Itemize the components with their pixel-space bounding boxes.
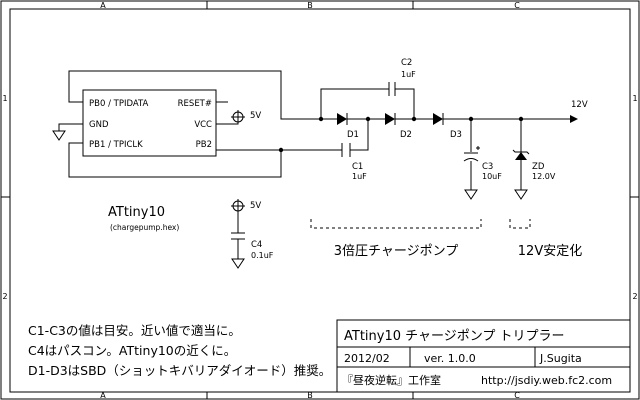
author-text: J.Sugita bbox=[539, 352, 582, 365]
vcc-symbol-ic: 5V bbox=[231, 110, 261, 124]
gnd-symbol-zd bbox=[514, 189, 528, 200]
c2-value: 1uF bbox=[401, 70, 416, 79]
ic-name: ATtiny10 bbox=[108, 205, 165, 220]
note-line: C1-C3の値は目安。近い値で適当に。 bbox=[28, 323, 241, 338]
vcc-ic-label: 5V bbox=[250, 111, 261, 121]
capacitor-c3-icon: C3 10uF bbox=[463, 146, 502, 181]
c1-ref: C1 bbox=[352, 162, 363, 172]
d3-label: D3 bbox=[450, 130, 462, 140]
pin-reset-label: RESET# bbox=[178, 99, 212, 109]
zd-value: 12.0V bbox=[532, 172, 556, 181]
col-label-c-top: C bbox=[514, 1, 520, 10]
org-text: 『昼夜逆転』工作室 bbox=[342, 373, 441, 387]
diode-d3-icon: D3 bbox=[433, 113, 462, 140]
date-text: 2012/02 bbox=[344, 352, 390, 365]
gnd-symbol-c3 bbox=[464, 189, 478, 200]
notes: C1-C3の値は目安。近い値で適当に。 C4はパスコン。ATtiny10の近くに… bbox=[28, 323, 331, 378]
junction-dots bbox=[278, 116, 524, 153]
section-regulator-label: 12V安定化 bbox=[518, 244, 582, 259]
col-label-a-top: A bbox=[100, 1, 106, 10]
ic-firmware-file: (chargepump.hex) bbox=[110, 223, 179, 232]
gnd-symbol-ic bbox=[52, 130, 66, 141]
pin-pb2-label: PB2 bbox=[196, 140, 212, 150]
junction-dot bbox=[278, 147, 284, 153]
pin-vcc-label: VCC bbox=[194, 120, 212, 130]
pin-pb0-label: PB0 / TPIDATA bbox=[89, 99, 149, 109]
url-text: http://jsdiy.web.fc2.com bbox=[481, 374, 612, 387]
c4-value: 0.1uF bbox=[251, 251, 274, 260]
vcc-symbol-c4: 5V bbox=[231, 199, 261, 213]
capacitor-c2-icon: C2 1uF bbox=[388, 58, 416, 96]
d2-label: D2 bbox=[400, 130, 412, 140]
diode-d1-icon: D1 bbox=[337, 113, 359, 140]
title-block: ATtiny10 チャージポンプ トリプラー 2012/02 ver. 1.0.… bbox=[336, 319, 631, 393]
row-label-2-right: 2 bbox=[632, 292, 637, 301]
junction-dot bbox=[365, 116, 371, 122]
gnd-symbol-c4 bbox=[231, 258, 245, 269]
output-label: 12V bbox=[571, 100, 588, 110]
d1-label: D1 bbox=[347, 130, 359, 140]
col-label-a-bottom: A bbox=[100, 391, 106, 400]
ic-attiny10: PB0 / TPIDATA GND PB1 / TPICLK RESET# VC… bbox=[82, 89, 217, 157]
note-line: D1-D3はSBD（ショットキバリアダイオード）推奨。 bbox=[28, 363, 331, 378]
c3-value: 10uF bbox=[482, 172, 502, 181]
title-text: ATtiny10 チャージポンプ トリプラー bbox=[344, 329, 565, 344]
vcc-c4-label: 5V bbox=[250, 201, 261, 211]
col-label-c-bottom: C bbox=[514, 391, 520, 400]
section-bracket-regulator: 12V安定化 bbox=[509, 219, 582, 259]
row-label-2-left: 2 bbox=[2, 292, 7, 301]
row-label-1-left: 1 bbox=[2, 94, 7, 103]
c4-ref: C4 bbox=[251, 240, 262, 250]
version-text: ver. 1.0.0 bbox=[424, 352, 476, 365]
note-line: C4はパスコン。ATtiny10の近くに。 bbox=[28, 343, 236, 358]
capacitor-c1-icon: C1 1uF bbox=[341, 143, 367, 181]
zener-zd-icon: ZD 12.0V bbox=[512, 149, 556, 181]
col-label-b-top: B bbox=[307, 1, 313, 10]
pump-wiring bbox=[320, 88, 570, 190]
junction-dot bbox=[468, 116, 474, 122]
pin-gnd-label: GND bbox=[89, 120, 109, 130]
output-arrow-icon: 12V bbox=[570, 100, 588, 123]
row-label-1-right: 1 bbox=[632, 94, 637, 103]
pin-pb1-label: PB1 / TPICLK bbox=[89, 140, 143, 150]
diode-d2-icon: D2 bbox=[385, 113, 412, 140]
capacitor-c4-icon: C4 0.1uF bbox=[231, 213, 274, 260]
junction-dot bbox=[318, 116, 324, 122]
section-bracket-pump: 3倍圧チャージポンプ bbox=[310, 219, 482, 259]
junction-dot bbox=[518, 116, 524, 122]
zd-ref: ZD bbox=[532, 162, 545, 172]
c1-value: 1uF bbox=[352, 172, 367, 181]
c3-ref: C3 bbox=[482, 162, 493, 172]
junction-dot bbox=[411, 116, 417, 122]
c2-ref: C2 bbox=[401, 58, 412, 68]
col-label-b-bottom: B bbox=[307, 391, 313, 400]
section-pump-label: 3倍圧チャージポンプ bbox=[334, 244, 459, 259]
